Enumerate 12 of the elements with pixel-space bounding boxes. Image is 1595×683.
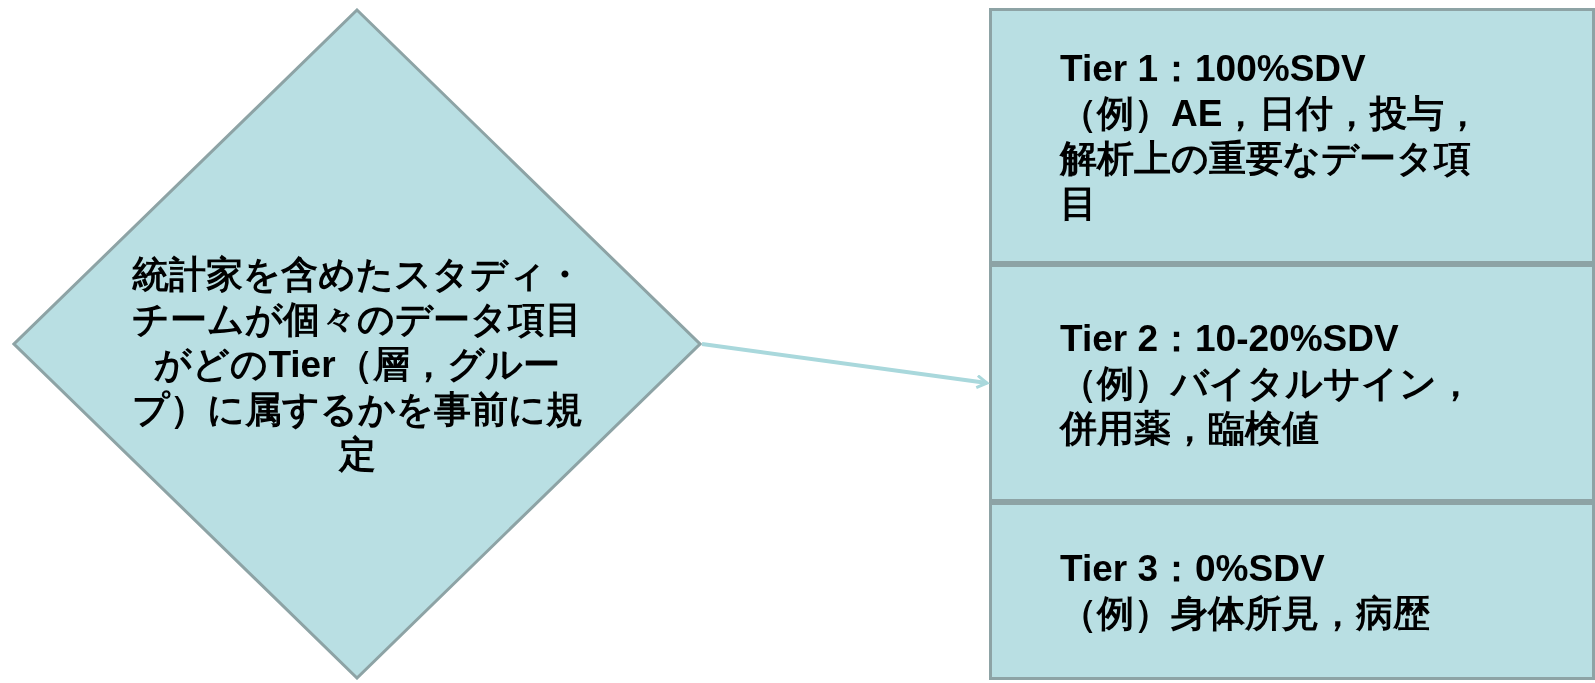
decision-diamond xyxy=(12,8,702,680)
tier-box xyxy=(989,8,1595,264)
tier-examples: （例）バイタルサイン，併用薬，臨検値 xyxy=(1060,361,1475,451)
tier-heading: Tier 3：0%SDV xyxy=(1060,547,1326,591)
decision-text: 統計家を含めたスタディ・チームが個々のデータ項目がどのTier（層，グループ）に属するかを事前に規定 xyxy=(130,252,584,477)
tier-heading: Tier 2：10-20%SDV xyxy=(1060,316,1400,361)
arrow xyxy=(701,342,989,390)
tier-box xyxy=(989,264,1595,502)
tier-examples: （例）身体所見，病歴 xyxy=(1060,592,1431,636)
tier-box xyxy=(989,502,1595,680)
tier-examples: （例）AE，日付，投与，解析上の重要なデータ項目 xyxy=(1060,92,1483,226)
tier-heading: Tier 1：100%SDV xyxy=(1060,47,1367,91)
